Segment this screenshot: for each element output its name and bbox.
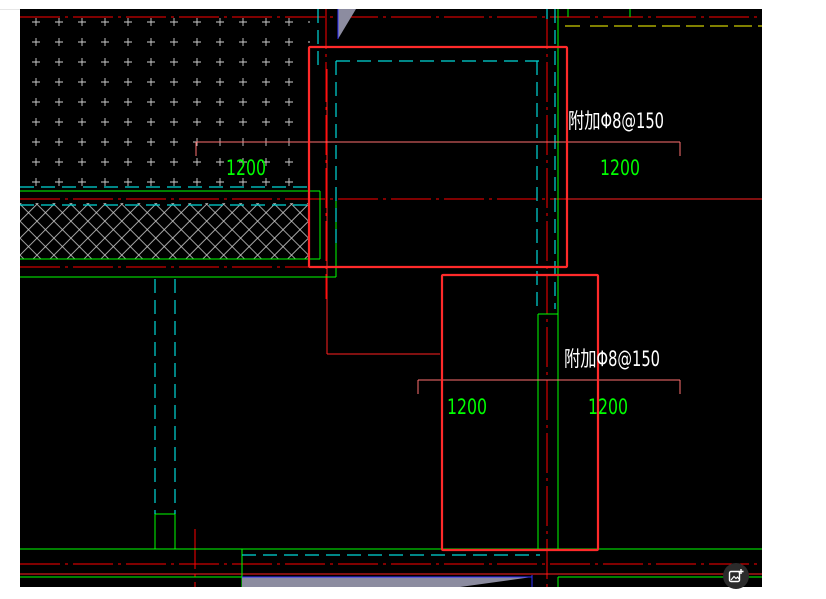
dimension-label-top-right: 1200 [600,156,640,180]
dimension-label-top-left: 1200 [226,156,266,180]
dimension-label-bottom-left: 1200 [447,395,487,419]
right-margin [762,0,826,599]
cad-drawing: 附加Φ8@150 附加Φ8@150 1200 1200 1200 1200 [20,9,762,587]
rebar-note-top: 附加Φ8@150 [568,109,664,133]
dimension-lines [195,141,681,394]
section-mark-top [338,9,356,39]
red-guide-lines [20,69,762,575]
highlight-box-top [307,45,569,269]
wall-lines [20,9,762,587]
cross-hatch-band [20,203,310,259]
cad-drawing-viewport: 附加Φ8@150 附加Φ8@150 1200 1200 1200 1200 [20,9,762,587]
plus-hatch-slab [20,9,310,189]
image-plus-icon [728,569,744,583]
rebar-note-bottom: 附加Φ8@150 [564,347,660,371]
highlight-box-bottom [440,273,600,552]
section-mark-bottom [242,577,532,587]
add-image-button[interactable] [723,563,749,589]
rebar-dash-lines [20,9,556,556]
dimension-label-bottom-right: 1200 [588,395,628,419]
